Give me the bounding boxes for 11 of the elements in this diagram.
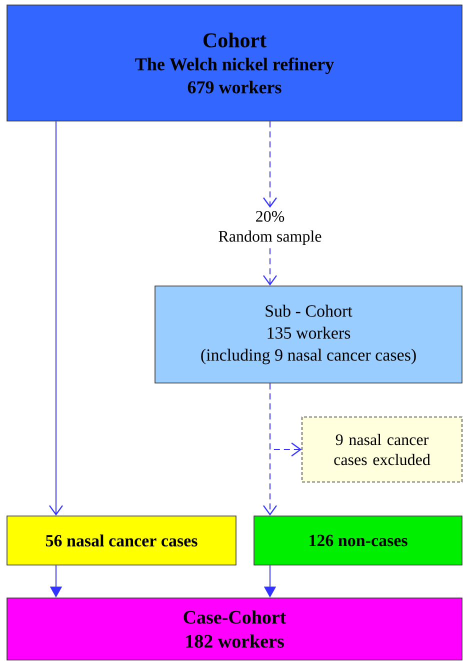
arrow: [263, 382, 277, 516]
process-box: Case-Cohort 182 workers: [6, 598, 462, 660]
note-box: 9 nasal cancer cases excluded: [302, 416, 462, 482]
arrow: [263, 120, 277, 208]
process-box: Cohort The Welch nickel refinery 679 workers: [6, 4, 462, 122]
arrow: [49, 120, 63, 516]
step-label: 20% Random sample: [215, 208, 325, 248]
arrow: [263, 248, 277, 286]
process-box: Sub - Cohort 135 workers (including 9 nasal cancer cases): [154, 286, 462, 384]
process-box: 126 non-cases: [254, 516, 462, 566]
process-box: 56 nasal cancer cases: [6, 516, 236, 566]
